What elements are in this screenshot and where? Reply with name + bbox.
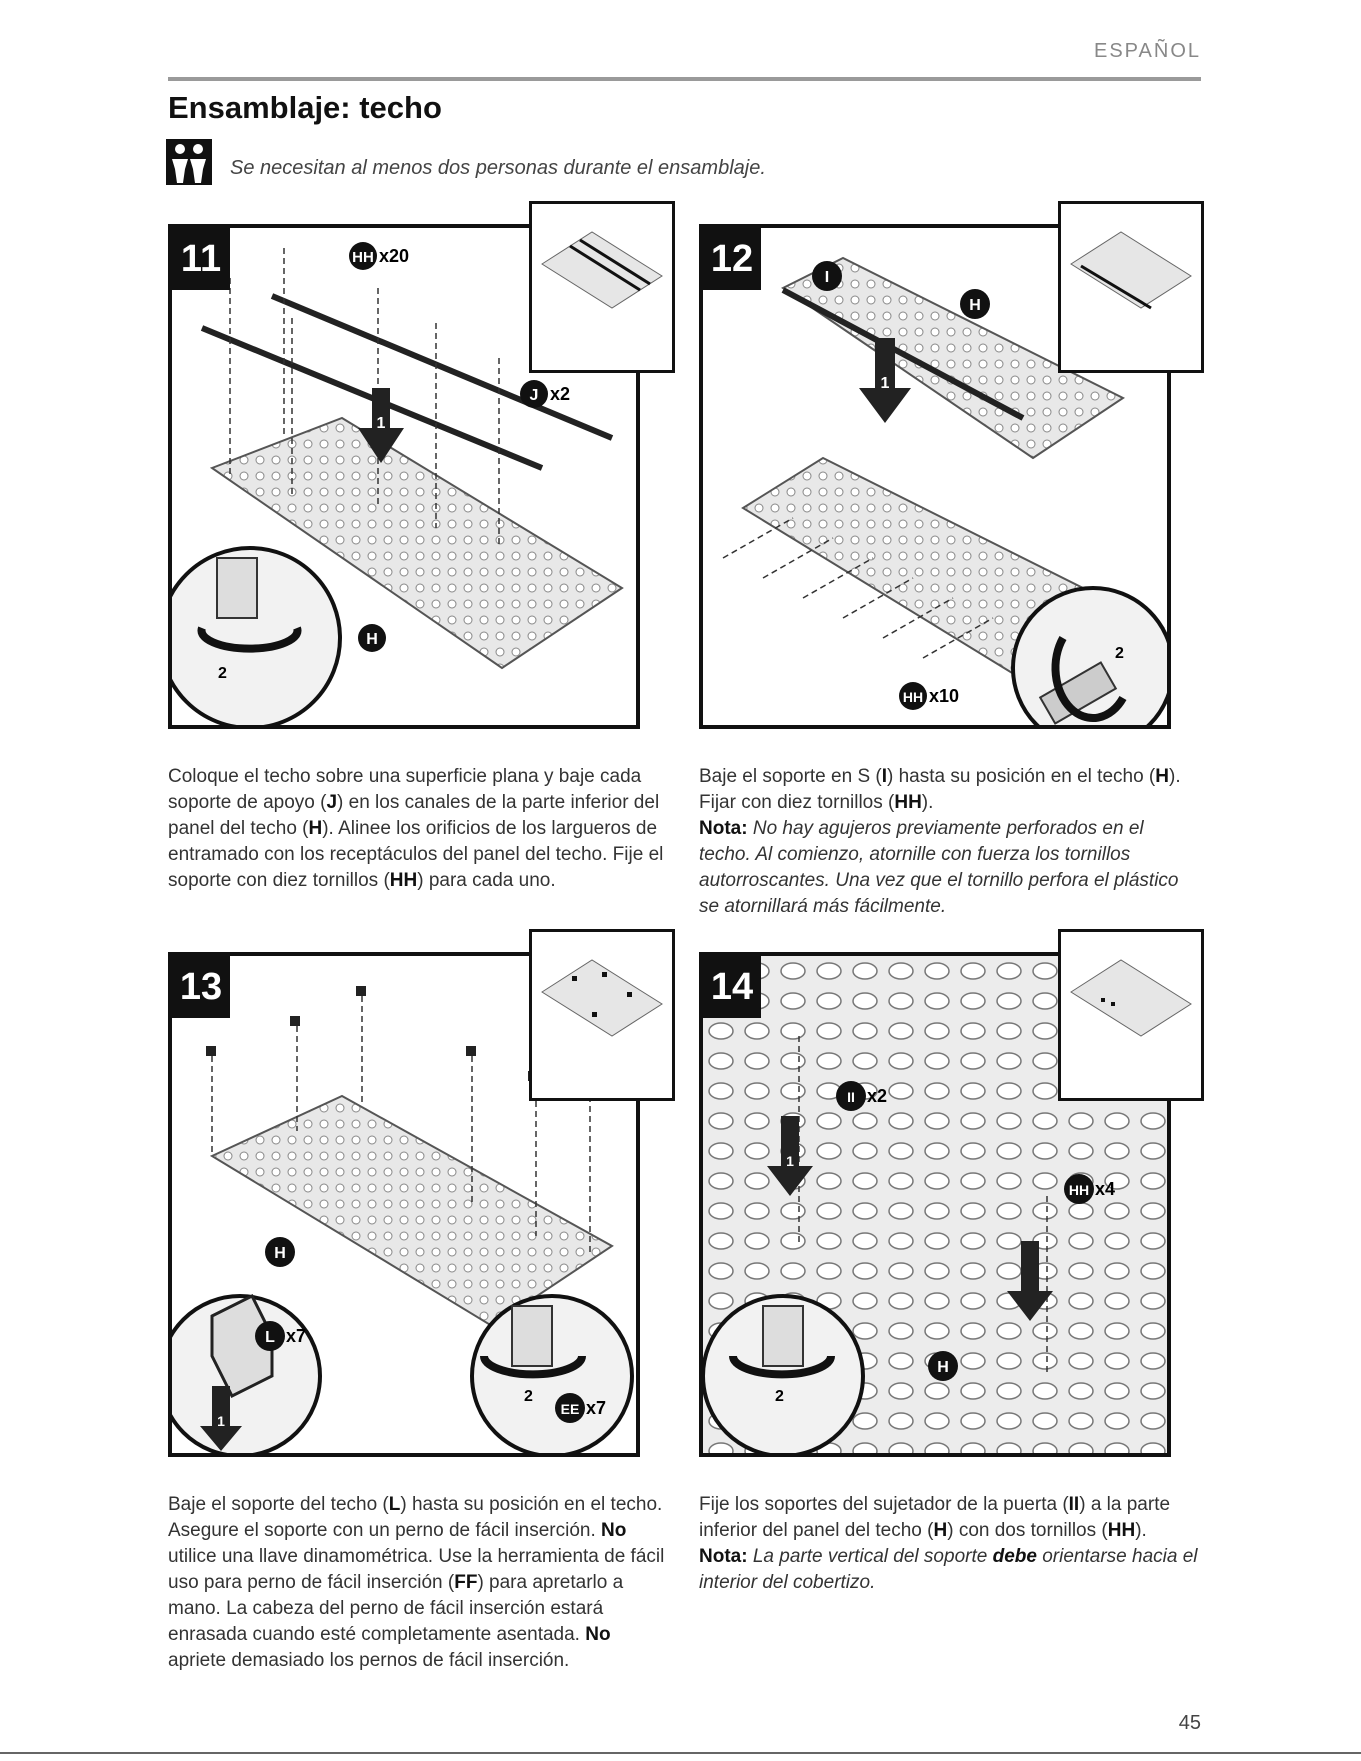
part-ee-qty: x7 [586,1398,606,1418]
page-number: 45 [1178,1712,1201,1734]
step-14-caption: Fije los soportes del sujetador de la pu… [699,1494,1198,1593]
rotate-arrow-icon [1051,636,1127,722]
nota-label: Nota: [699,1546,748,1567]
arrow-down-icon [358,388,404,463]
step-12-caption: Baje el soporte en S (I) hasta su posici… [699,766,1181,917]
part-ee-label: EE [561,1401,580,1417]
nota-label: Nota: [699,818,748,839]
part-hh-label: HH [903,689,923,705]
step-13-illustration: H 1 L x7 2 EE x7 [172,986,634,1453]
step-12-inset [1058,201,1204,373]
part-h-label: H [274,1245,286,1262]
arrow-2-label: 2 [1115,645,1124,662]
arrow-1-label: 1 [786,1153,794,1169]
step-number: 12 [703,228,761,290]
part-h-label: H [969,297,981,314]
step-11-inset [529,201,675,373]
nota-text: La parte vertical del soporte debe orien… [699,1546,1198,1593]
step-12-illustration: 1 I H HH x10 2 [722,256,1167,725]
detail-circle [172,546,342,725]
rotate-arrow-icon [197,626,302,653]
part-hh-qty: x20 [379,246,409,266]
arrow-1-label: 1 [217,1413,225,1429]
arrow-1-label: 1 [881,375,890,392]
step-13-inset [529,929,675,1101]
nota-text: No hay agujeros previamente perforados e… [699,818,1179,917]
part-i-label: I [825,269,829,286]
part-hh-label: HH [352,249,374,266]
step-13-caption: Baje el soporte del techo (L) hasta su p… [168,1494,665,1671]
two-people-icon [166,139,212,185]
part-l-qty: x7 [286,1326,306,1346]
step-number: 13 [172,956,230,1018]
step-14-inset [1058,929,1204,1101]
step-number: 11 [172,228,230,290]
rotate-arrow-icon [729,1355,835,1379]
step-11-caption: Coloque el techo sobre una superficie pl… [168,766,664,891]
arrow-down-icon [200,1386,242,1451]
part-l-label: L [265,1329,275,1346]
detail-circle [1011,586,1167,725]
arrow-2-label: 2 [524,1388,533,1405]
language-label: ESPAÑOL [1094,40,1201,62]
part-ii-label: II [847,1089,855,1105]
part-j-label: J [530,387,539,404]
page-title: Ensamblaje: techo [168,90,442,125]
rotate-arrow-icon [480,1355,586,1379]
part-h-label: H [937,1359,949,1376]
part-hh-qty: x4 [1095,1179,1115,1199]
part-hh-label: HH [1069,1182,1089,1198]
arrow-1-label: 1 [377,415,386,432]
arrow-down-icon [767,1116,813,1196]
arrow-2-label: 2 [775,1388,784,1405]
assembly-note: Se necesitan al menos dos personas duran… [230,157,766,179]
bottom-rule [0,1752,1361,1754]
step-11-illustration: 1 HH x20 J x2 H 2 [172,242,624,725]
arrow-2-label: 2 [218,665,227,682]
step-number: 14 [703,956,761,1018]
part-ii-qty: x2 [867,1086,887,1106]
part-h-label: H [366,631,378,648]
part-hh-qty: x10 [929,686,959,706]
arrow-down-icon [859,338,911,423]
part-j-qty: x2 [550,384,570,404]
header-rule [168,77,1201,81]
roof-panel [209,416,624,670]
